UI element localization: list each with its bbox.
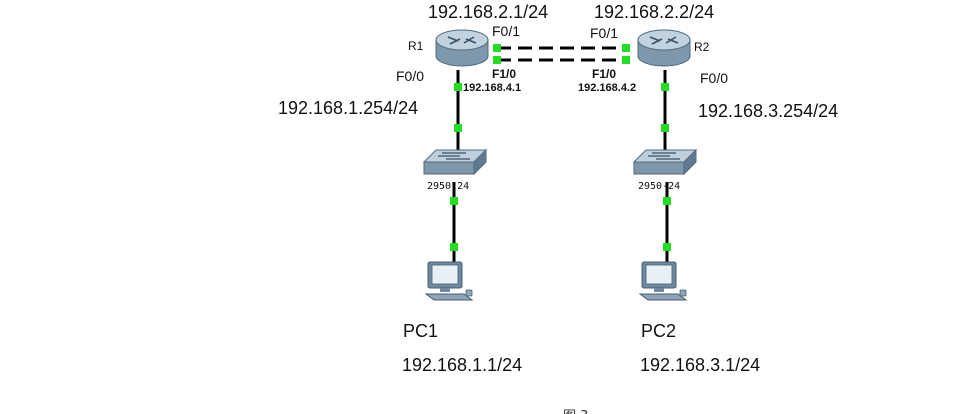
r2-f10-ip-label: 192.168.4.2 (578, 82, 636, 94)
sw2-model-label: 2950-24 (638, 181, 680, 192)
switch-sw2[interactable] (632, 148, 698, 176)
sw1-model-label: 2950-24 (427, 181, 469, 192)
r1-f00-ip-label: 192.168.1.254/24 (278, 98, 418, 118)
port-dot-sw1-up (454, 124, 462, 132)
router-icon (435, 29, 489, 67)
port-dot-r2-f00 (661, 83, 669, 91)
port-dot-r1-f00 (454, 83, 462, 91)
r1-f00-port-label: F0/0 (396, 68, 424, 84)
r2-f01-port-label: F0/1 (590, 25, 618, 41)
r1-f10-ip-label: 192.168.4.1 (463, 82, 521, 94)
r1-name-label: R1 (408, 39, 424, 53)
labels: 192.168.2.1/24 F0/1 R1 F1/0 192.168.4.1 … (278, 2, 838, 414)
r2-f10-port-label: F1/0 (592, 67, 616, 81)
r1-f01-ip-label: 192.168.2.1/24 (428, 2, 548, 22)
port-dot-sw1-down (450, 197, 458, 205)
r2-name-label: R2 (694, 40, 710, 54)
port-dot-r1-f10 (493, 56, 501, 64)
router-icon (637, 29, 691, 67)
pc1-ip-label: 192.168.1.1/24 (402, 355, 522, 375)
switch-icon (422, 148, 488, 176)
r2-f01-ip-label: 192.168.2.2/24 (594, 2, 714, 22)
port-dot-sw2-up (661, 124, 669, 132)
pc-icon (424, 261, 474, 301)
r1-f10-port-label: F1/0 (492, 67, 516, 81)
pc2-ip-label: 192.168.3.1/24 (640, 355, 760, 375)
port-dot-r1-f01 (493, 44, 501, 52)
pc1-name-label: PC1 (403, 321, 438, 341)
pc-icon (638, 261, 688, 301)
router-r1[interactable] (435, 29, 489, 67)
pc-pc2[interactable] (638, 261, 688, 301)
port-dot-r2-f10 (622, 56, 630, 64)
r2-f00-ip-label: 192.168.3.254/24 (698, 101, 838, 121)
switch-sw1[interactable] (422, 148, 488, 176)
pc2-name-label: PC2 (641, 321, 676, 341)
pc-pc1[interactable] (424, 261, 474, 301)
figure-caption: 图 3 (563, 409, 588, 414)
port-status-dots (450, 44, 671, 251)
port-dot-pc1 (450, 243, 458, 251)
port-dot-pc2 (663, 243, 671, 251)
port-dot-r2-f01 (622, 44, 630, 52)
port-dot-sw2-down (663, 197, 671, 205)
r1-f01-port-label: F0/1 (492, 23, 520, 39)
router-r2[interactable] (637, 29, 691, 67)
switch-icon (632, 148, 698, 176)
r2-f00-port-label: F0/0 (700, 70, 728, 86)
